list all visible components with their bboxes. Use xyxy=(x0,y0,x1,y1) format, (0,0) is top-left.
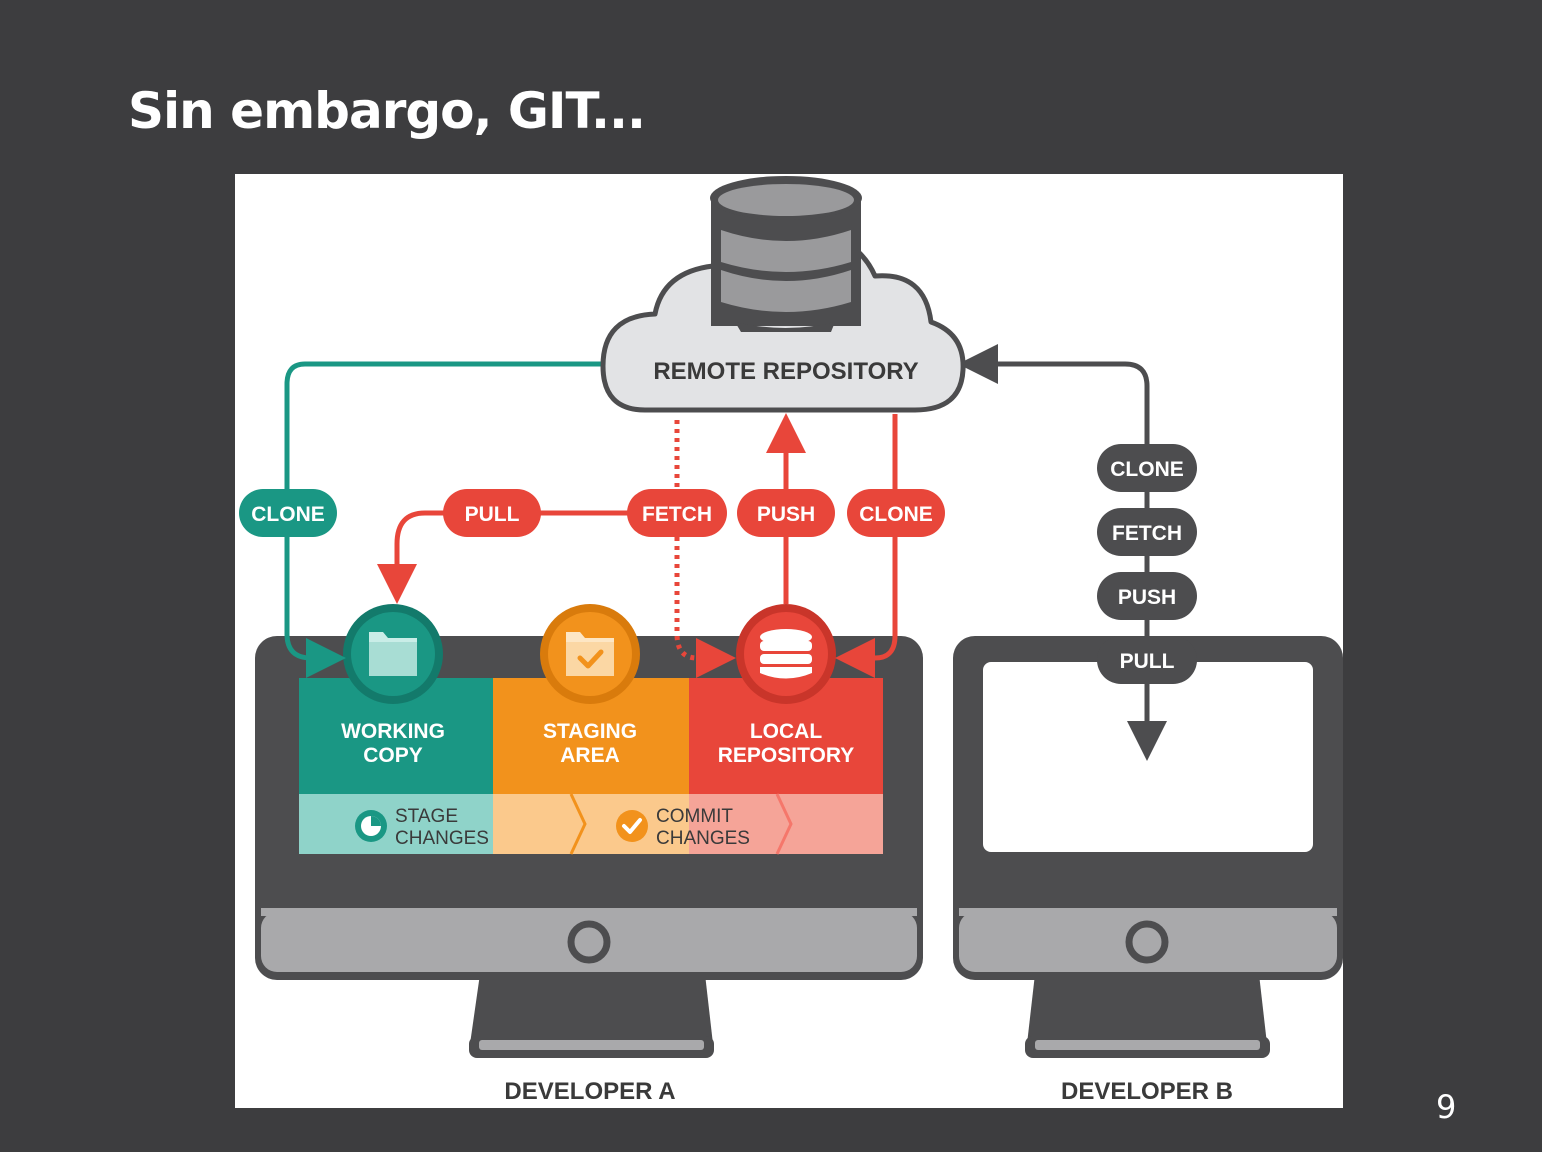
clone-pill-red: CLONE xyxy=(847,489,945,537)
svg-text:PULL: PULL xyxy=(465,503,520,526)
developer-b-label: DEVELOPER B xyxy=(1061,1078,1233,1105)
local-repository-label-2: REPOSITORY xyxy=(718,744,855,767)
git-workflow-diagram: WORKING COPY STAGING AREA LOCAL REPOSITO… xyxy=(235,174,1343,1108)
svg-text:CLONE: CLONE xyxy=(251,503,325,526)
staging-area-label-1: STAGING xyxy=(543,720,637,743)
pull-pill: PULL xyxy=(443,489,541,537)
power-button-icon xyxy=(1125,920,1169,964)
staging-area-label-2: AREA xyxy=(560,744,620,767)
database-icon xyxy=(760,629,812,679)
stage-changes-label-2: CHANGES xyxy=(395,828,489,849)
slide-number: 9 xyxy=(1436,1088,1457,1126)
fetch-connector xyxy=(674,420,736,678)
svg-text:CLONE: CLONE xyxy=(1110,458,1184,481)
push-pill: PUSH xyxy=(737,489,835,537)
commit-changes-icon xyxy=(616,810,648,842)
remote-repository-label: REMOTE REPOSITORY xyxy=(653,358,918,385)
developer-b-push-pill: PUSH xyxy=(1097,572,1197,620)
developer-a-label: DEVELOPER A xyxy=(504,1078,675,1105)
stage-changes-icon xyxy=(355,810,387,842)
clone-pill-teal: CLONE xyxy=(239,489,337,537)
working-copy-label-2: COPY xyxy=(363,744,423,767)
server-icon xyxy=(710,176,862,332)
fetch-pill: FETCH xyxy=(627,489,727,537)
svg-text:CLONE: CLONE xyxy=(859,503,933,526)
red-clone-connector xyxy=(835,414,898,678)
staging-area-circle xyxy=(540,604,640,704)
commit-changes-label-2: CHANGES xyxy=(656,828,750,849)
svg-text:PUSH: PUSH xyxy=(1118,586,1176,609)
developer-b-pull-pill: PULL xyxy=(1097,636,1197,684)
folder-icon xyxy=(369,632,417,676)
slide-title: Sin embargo, GIT... xyxy=(128,82,646,140)
stage-changes-label-1: STAGE xyxy=(395,806,458,827)
commit-changes-label-1: COMMIT xyxy=(656,806,733,827)
local-repository-circle xyxy=(736,604,836,704)
svg-text:FETCH: FETCH xyxy=(1112,522,1182,545)
power-button-icon xyxy=(567,920,611,964)
svg-text:PULL: PULL xyxy=(1120,650,1175,673)
working-copy-label-1: WORKING xyxy=(341,720,445,743)
svg-text:PUSH: PUSH xyxy=(757,503,815,526)
developer-b-clone-pill: CLONE xyxy=(1097,444,1197,492)
folder-check-icon xyxy=(566,632,614,676)
svg-text:FETCH: FETCH xyxy=(642,503,712,526)
local-repository-label-1: LOCAL xyxy=(750,720,822,743)
pull-connector xyxy=(377,510,677,604)
developer-b-fetch-pill: FETCH xyxy=(1097,508,1197,556)
working-copy-circle xyxy=(343,604,443,704)
